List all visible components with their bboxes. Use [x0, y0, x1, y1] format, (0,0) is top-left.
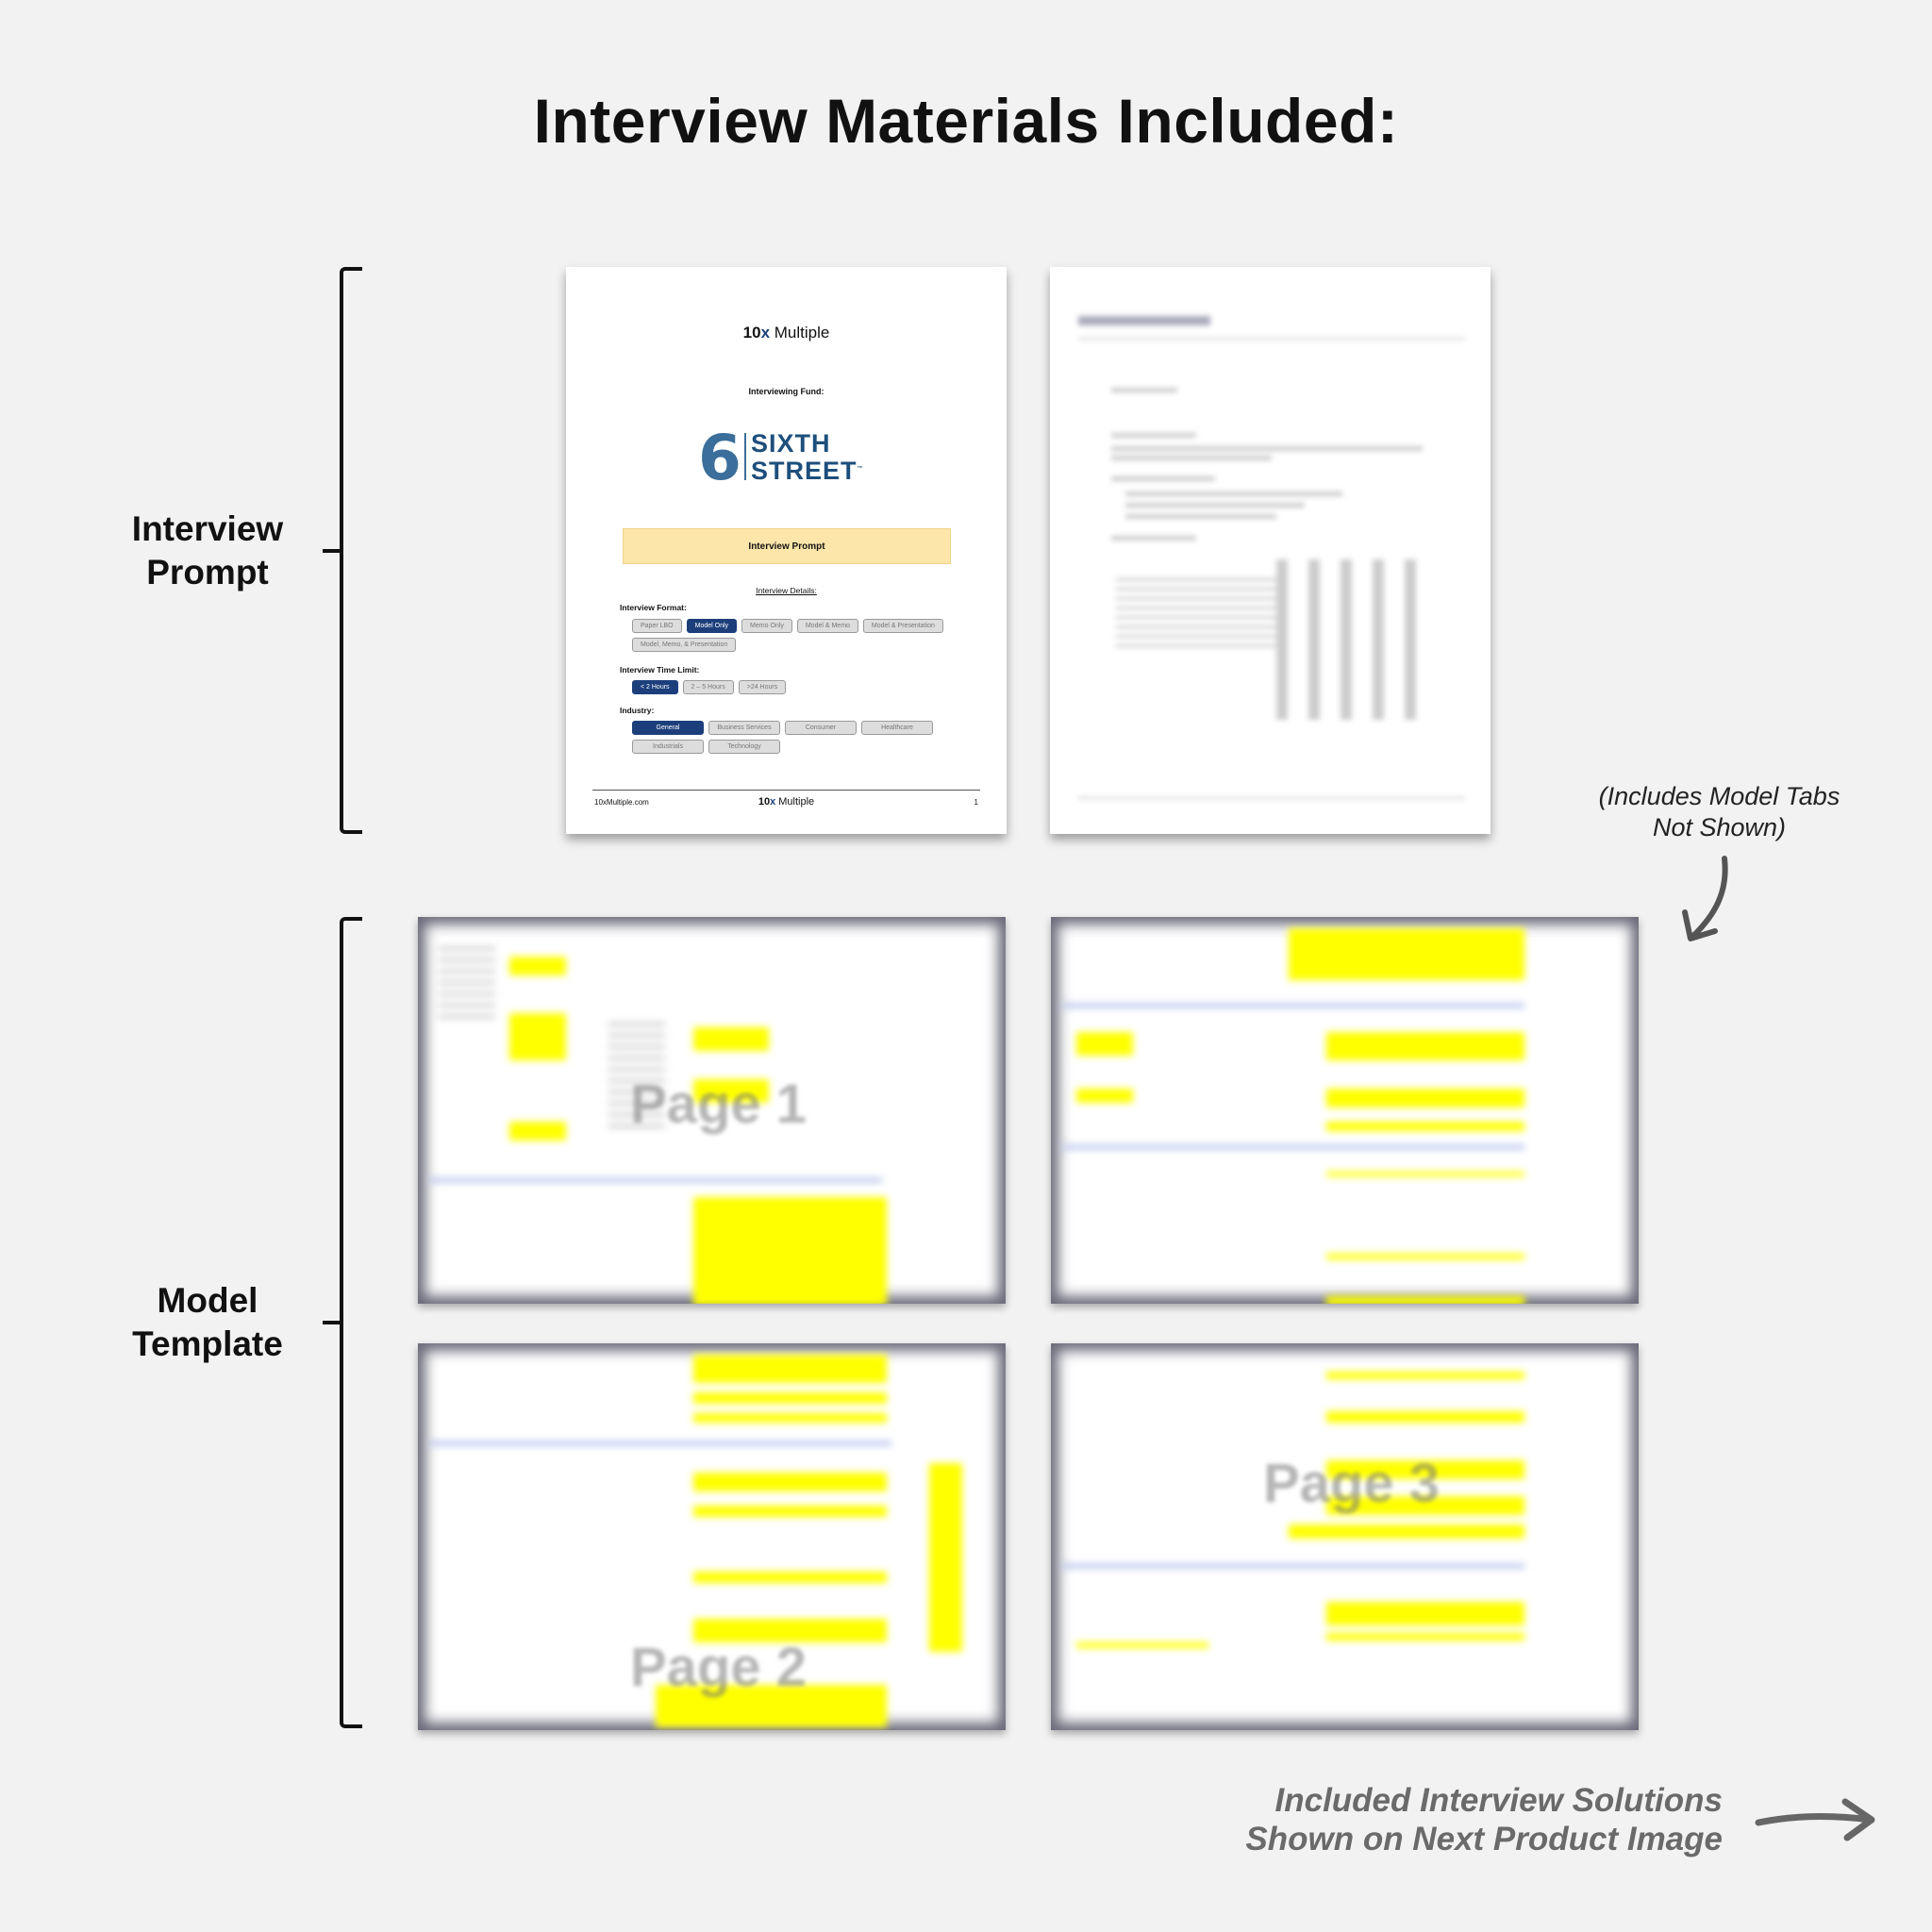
- footer-brand: 10x Multiple: [758, 796, 815, 808]
- section-label-model: Model Template: [132, 1281, 283, 1363]
- details-heading: Interview Details:: [756, 586, 817, 595]
- model-page-1b: [1051, 917, 1639, 1304]
- time-chip: < 2 Hours: [632, 680, 678, 694]
- model-page-2: Page 2: [418, 1343, 1006, 1730]
- brand-logo: 10x Multiple: [742, 324, 830, 341]
- format-chip: Paper LBO: [632, 619, 682, 633]
- page-title: Interview Materials Included:: [533, 86, 1399, 156]
- footer-url: 10xMultiple.com: [594, 798, 649, 807]
- page-number: 1: [974, 798, 978, 807]
- format-chip: Model & Memo: [796, 619, 858, 633]
- right-arrow-icon: [1755, 1798, 1875, 1841]
- page-label: Page 2: [630, 1637, 807, 1698]
- page-label: Page 1: [630, 1074, 807, 1135]
- industry-chip: Consumer: [785, 721, 857, 735]
- time-chip: 2 – 5 Hours: [682, 680, 734, 694]
- time-chip: >24 Hours: [738, 680, 787, 694]
- bracket-model: [323, 917, 362, 1728]
- industry-options: General Business Services Consumer Healthca…: [632, 721, 958, 754]
- prompt-page-blurred: [1050, 267, 1491, 834]
- page-label: Page 3: [1263, 1453, 1440, 1514]
- format-chip: Model Only: [686, 619, 738, 633]
- section-label-prompt: Interview Prompt: [131, 509, 284, 591]
- industry-chip: Healthcare: [861, 721, 933, 735]
- industry-label: Industry:: [620, 706, 655, 715]
- fund-label: Interviewing Fund:: [748, 387, 824, 396]
- industry-chip: Business Services: [708, 721, 780, 735]
- format-label: Interview Format:: [620, 603, 687, 612]
- model-page-1a: Page 1: [418, 917, 1006, 1304]
- format-chip: Model, Memo, & Presentation: [632, 638, 737, 652]
- format-chip: Memo Only: [741, 619, 792, 633]
- time-options: < 2 Hours 2 – 5 Hours >24 Hours: [632, 680, 958, 694]
- industry-chip: General: [632, 721, 704, 735]
- model-page-3: Page 3: [1051, 1343, 1639, 1730]
- industry-chip: Industrials: [632, 740, 704, 754]
- industry-chip: Technology: [708, 740, 780, 754]
- prompt-band: Interview Prompt: [623, 528, 951, 564]
- time-label: Interview Time Limit:: [620, 665, 700, 675]
- bracket-prompt: [323, 267, 362, 834]
- curved-arrow-icon: [1682, 856, 1728, 941]
- format-chip: Model & Presentation: [862, 619, 943, 633]
